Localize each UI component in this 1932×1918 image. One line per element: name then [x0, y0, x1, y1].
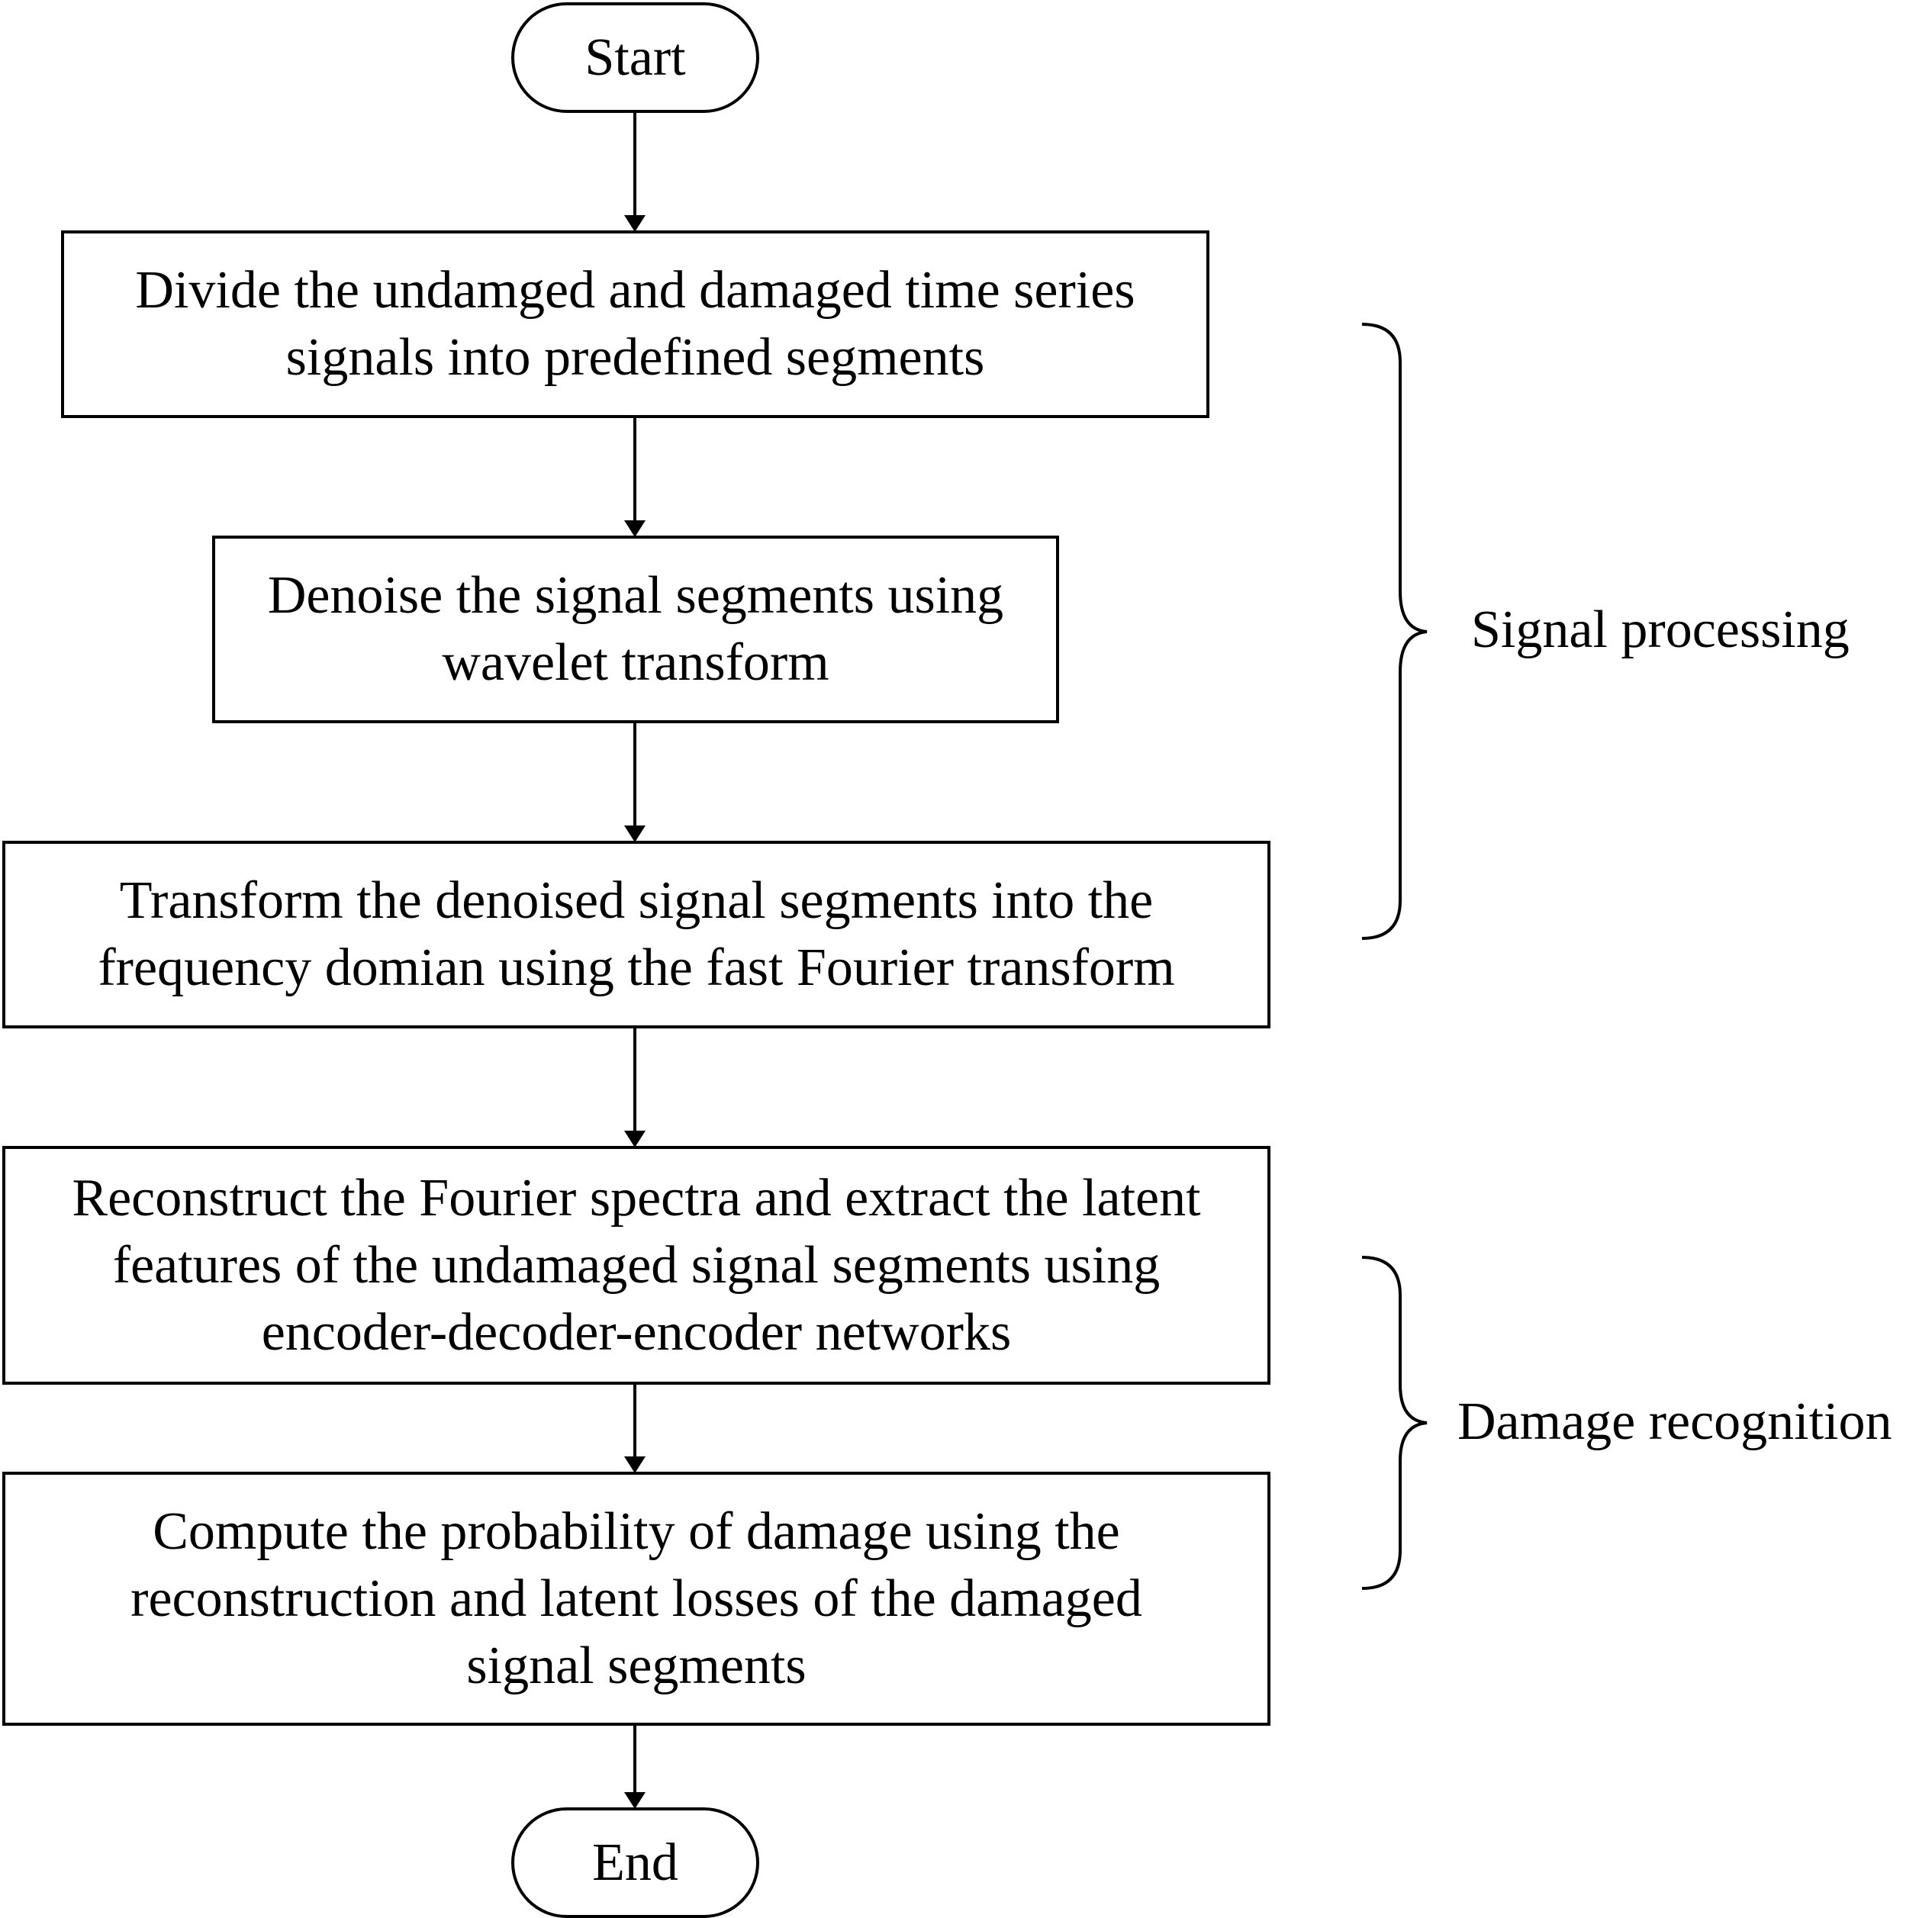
step-4-text: Reconstruct the Fourier spectra and extr…	[72, 1168, 1201, 1362]
end-node: End	[511, 1807, 759, 1918]
group-label-damage-recognition: Damage recognition	[1457, 1392, 1892, 1451]
arrowhead-3	[624, 825, 646, 842]
step-divide-signals: Divide the undamged and damaged time ser…	[61, 230, 1209, 418]
step-5-text: Compute the probability of damage using …	[130, 1501, 1142, 1695]
end-label: End	[592, 1833, 678, 1892]
step-compute-probability: Compute the probability of damage using …	[2, 1472, 1270, 1726]
step-2-text: Denoise the signal segments using wavele…	[267, 566, 1004, 692]
start-label: Start	[584, 27, 686, 87]
step-reconstruct-spectra: Reconstruct the Fourier spectra and extr…	[2, 1146, 1270, 1385]
group-label-signal-processing: Signal processing	[1471, 600, 1850, 659]
arrowhead-4	[624, 1131, 646, 1147]
start-node: Start	[511, 2, 759, 113]
step-3-text: Transform the denoised signal segments i…	[98, 871, 1175, 997]
arrowhead-5	[624, 1456, 646, 1473]
arrowhead-2	[624, 520, 646, 537]
step-denoise-segments: Denoise the signal segments using wavele…	[212, 536, 1059, 723]
step-1-text: Divide the undamged and damaged time ser…	[135, 261, 1135, 387]
step-fft-transform: Transform the denoised signal segments i…	[2, 841, 1270, 1028]
signal-processing-brace	[1361, 323, 1428, 940]
arrowhead-6	[624, 1792, 646, 1809]
arrowhead-1	[624, 215, 646, 232]
damage-recognition-brace	[1361, 1256, 1428, 1590]
